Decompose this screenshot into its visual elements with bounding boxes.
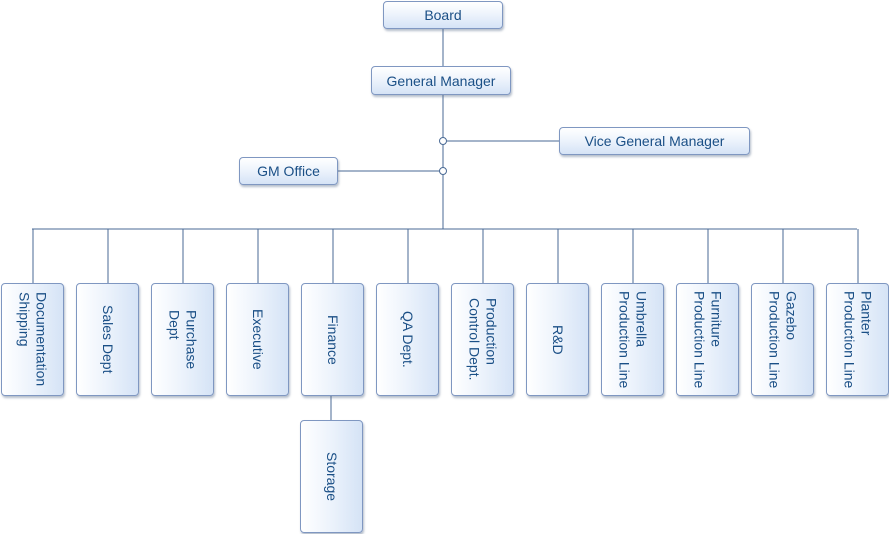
department-label: Planter Production Line: [841, 290, 875, 389]
department-label: R&D: [550, 324, 566, 355]
vice-general-manager-box: Vice General Manager: [559, 127, 750, 155]
department-box: Sales Dept: [76, 283, 139, 396]
junction-dot-vice-gm: [439, 137, 447, 145]
department-label: Umbrella Production Line: [616, 290, 650, 389]
department-label: QA Dept.: [400, 311, 416, 368]
department-box: Planter Production Line: [826, 283, 889, 396]
gm-office-box: GM Office: [239, 157, 338, 185]
junction-dot-gm-office: [439, 167, 447, 175]
department-box: Finance: [301, 283, 364, 396]
department-box: Furniture Production Line: [676, 283, 739, 396]
general-manager-box: General Manager: [371, 66, 511, 95]
department-box: QA Dept.: [376, 283, 439, 396]
board-label: Board: [424, 7, 462, 23]
department-box: Production Control Dept.: [451, 283, 514, 396]
department-label: Furniture Production Line: [691, 290, 725, 389]
vice-general-manager-label: Vice General Manager: [584, 133, 725, 149]
department-box: Documentation Shipping: [1, 283, 64, 396]
gm-office-label: GM Office: [257, 163, 320, 179]
department-box: R&D: [526, 283, 589, 396]
board-box: Board: [383, 1, 503, 29]
department-box: Gazebo Production Line: [751, 283, 814, 396]
department-label: Documentation Shipping: [16, 292, 50, 387]
department-drop-lines: [32, 229, 859, 283]
storage-label: Storage: [324, 451, 340, 502]
department-box: Purchase Dept: [151, 283, 214, 396]
department-label: Production Control Dept.: [466, 298, 500, 381]
department-label: Sales Dept: [100, 305, 116, 374]
department-label: Purchase Dept: [166, 309, 200, 370]
general-manager-label: General Manager: [386, 72, 496, 89]
department-label: Finance: [325, 314, 341, 365]
department-label: Executive: [250, 309, 266, 370]
department-label: Gazebo Production Line: [766, 290, 800, 389]
department-box: Executive: [226, 283, 289, 396]
storage-box: Storage: [300, 420, 363, 533]
department-box: Umbrella Production Line: [601, 283, 664, 396]
